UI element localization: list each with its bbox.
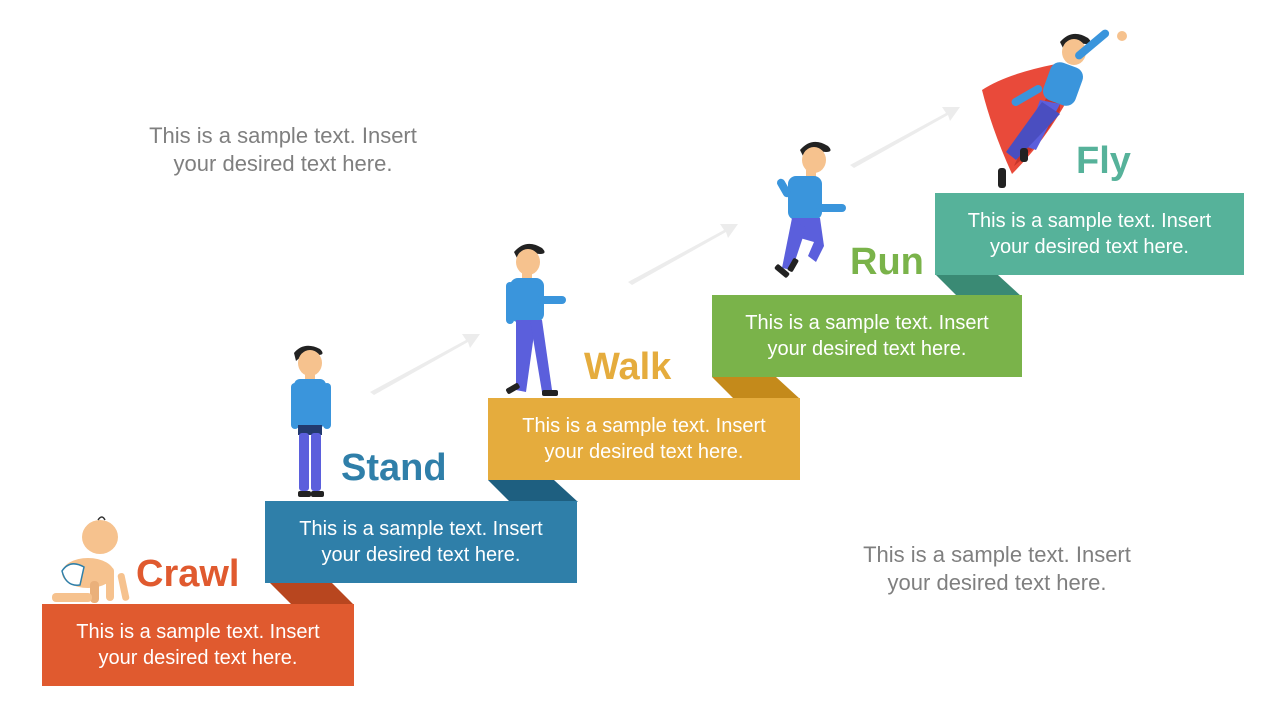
- note-line: This is a sample text. Insert: [110, 122, 456, 150]
- progress-arrow-icon: [850, 103, 960, 168]
- progress-arrow-icon: [370, 330, 480, 395]
- step-title-crawl: Crawl: [136, 553, 239, 596]
- note-line: your desired text here.: [822, 569, 1172, 597]
- progress-arrow-icon: [628, 220, 738, 285]
- step-title-run: Run: [850, 241, 924, 284]
- step-text: This is a sample text. Insert: [745, 310, 988, 336]
- step-text: This is a sample text. Insert: [522, 413, 765, 439]
- step-fold-run: [936, 275, 1022, 297]
- step-fold-stand: [488, 480, 578, 502]
- note-top-left: This is a sample text. Insert your desir…: [110, 122, 456, 178]
- step-text: This is a sample text. Insert: [968, 208, 1211, 234]
- man-walking-icon: [502, 240, 578, 398]
- note-bottom-right: This is a sample text. Insert your desir…: [822, 541, 1172, 597]
- man-standing-icon: [288, 343, 334, 501]
- superhero-flying-icon: [980, 30, 1130, 190]
- step-text: your desired text here.: [76, 645, 319, 671]
- step-text: your desired text here.: [745, 336, 988, 362]
- step-fold-walk: [712, 377, 800, 399]
- note-line: This is a sample text. Insert: [822, 541, 1172, 569]
- step-text: This is a sample text. Insert: [76, 619, 319, 645]
- step-text: your desired text here.: [522, 439, 765, 465]
- step-text: your desired text here.: [299, 542, 542, 568]
- baby-crawling-icon: [48, 515, 140, 607]
- step-title-stand: Stand: [341, 447, 447, 490]
- man-running-icon: [770, 138, 850, 296]
- step-title-walk: Walk: [584, 346, 671, 389]
- note-line: your desired text here.: [110, 150, 456, 178]
- step-fold-crawl: [270, 583, 354, 605]
- step-text: your desired text here.: [968, 234, 1211, 260]
- step-text: This is a sample text. Insert: [299, 516, 542, 542]
